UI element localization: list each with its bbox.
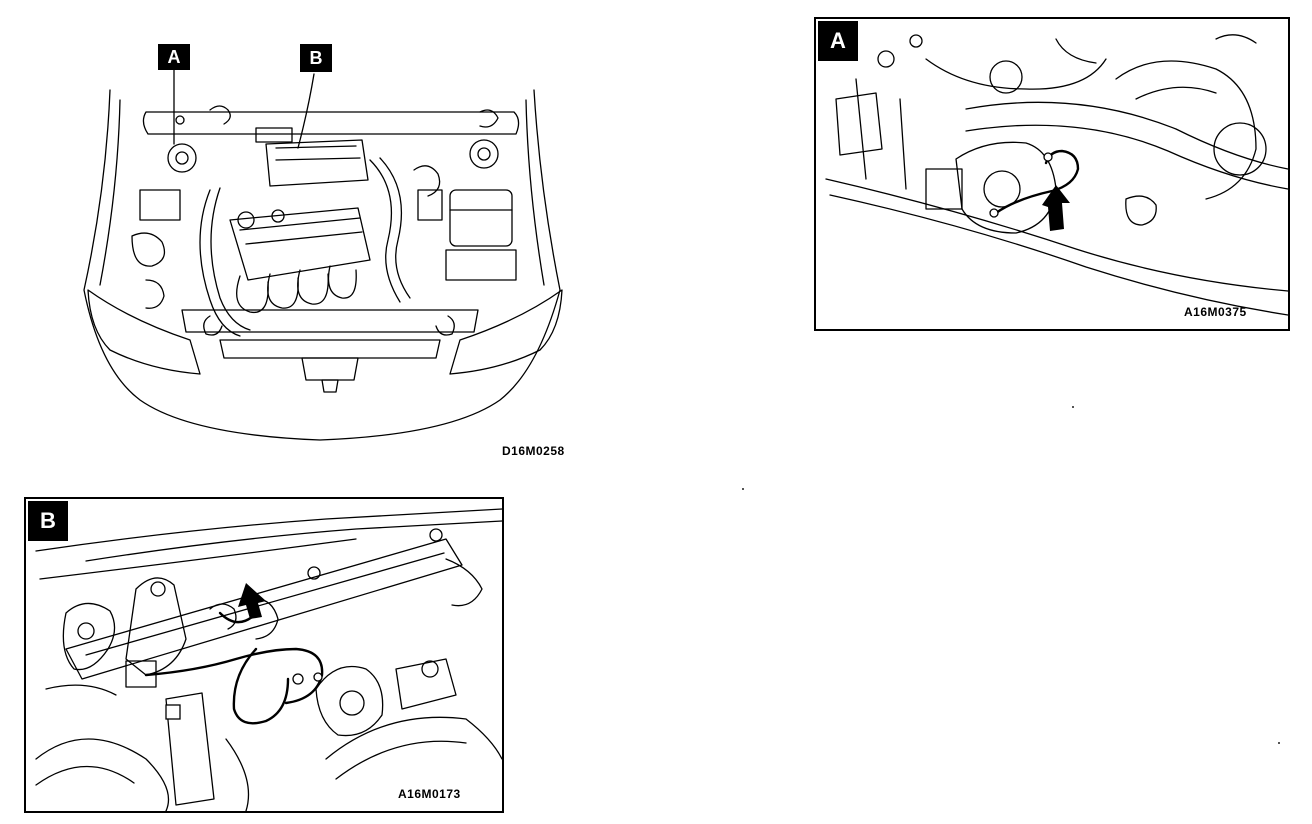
scan-speck — [742, 488, 744, 490]
engine-overview-drawing — [83, 69, 563, 441]
detail-b-tag: B — [28, 501, 68, 541]
arrow-icon — [1042, 185, 1070, 231]
detail-a-tag: A — [818, 21, 858, 61]
detail-panel-b: B A16M0173 — [24, 497, 504, 813]
detail-b-drawing — [35, 508, 502, 811]
detail-panel-a: A A16M0375 — [814, 17, 1290, 331]
callout-b: B — [300, 44, 332, 72]
detail-a-drawing — [825, 34, 1288, 316]
scan-speck — [1072, 406, 1074, 408]
arrow-icon — [238, 583, 266, 619]
detail-a-figure-code: A16M0375 — [1184, 305, 1247, 319]
scan-speck — [1278, 742, 1280, 744]
overview-figure-code: D16M0258 — [502, 444, 565, 458]
engine-overview-figure: A B D16M0258 — [70, 40, 590, 470]
callout-a: A — [158, 44, 190, 70]
detail-b-figure-code: A16M0173 — [398, 787, 461, 801]
